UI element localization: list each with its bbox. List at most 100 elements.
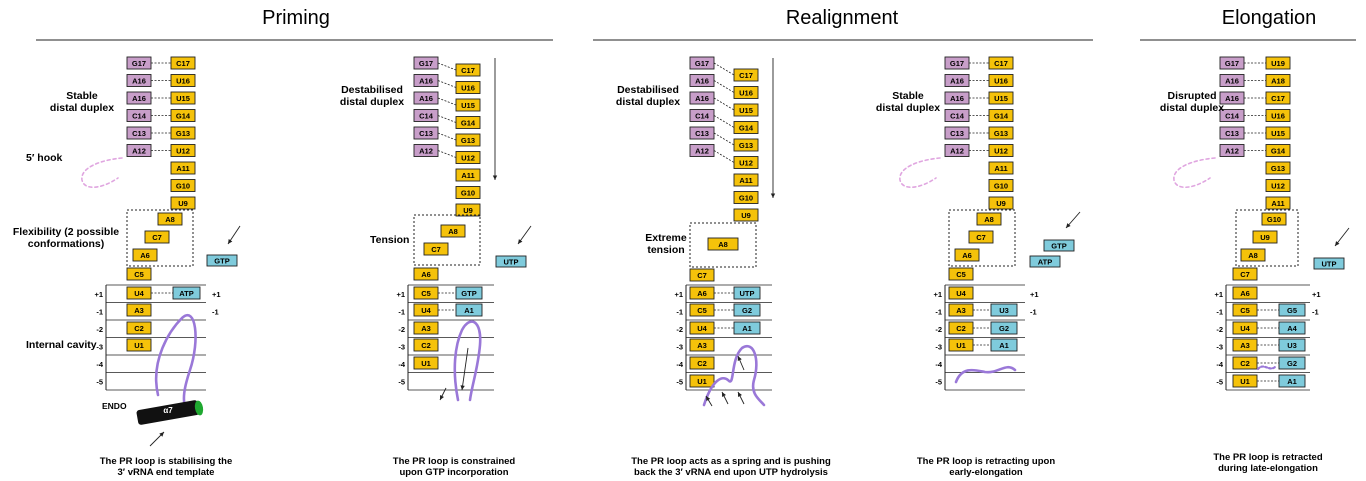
p3-base-box: U4 [689,321,715,335]
endo-helix-cap [194,400,204,416]
p2-loop-arrow [460,347,469,391]
p1-base-box: U9 [170,196,196,210]
p5-template-box: G17 [1219,56,1245,70]
p4-base-box: C5 [948,267,974,281]
svg-text:C7: C7 [1240,270,1250,279]
svg-text:C14: C14 [1225,112,1240,121]
p3-template-box: C14 [689,109,715,122]
svg-text:A16: A16 [1225,94,1239,103]
p3-base-box: C17 [733,68,759,82]
p5-base-box: A6 [1232,286,1258,300]
svg-text:U12: U12 [1271,182,1285,191]
p5-base-box: U4 [1232,321,1258,335]
hook-curve [81,157,123,189]
svg-text:G14: G14 [1271,147,1286,156]
endo-label: ENDO [102,401,127,411]
p3-base-box: A6 [689,286,715,300]
p3-position-label: -5 [676,377,683,386]
p3-pair-link [713,115,735,128]
svg-text:U1: U1 [421,359,431,368]
svg-text:A12: A12 [132,147,146,156]
svg-text:UTP: UTP [1322,260,1337,269]
svg-text:GTP: GTP [1051,242,1066,251]
p5-position-label: +1 [1214,290,1223,299]
svg-text:A8: A8 [1248,251,1258,260]
p5-base-box: G10 [1261,212,1287,226]
svg-text:U9: U9 [1260,233,1270,242]
p1-base-box: A11 [170,161,196,175]
p5-nascent-box: A4 [1278,321,1306,335]
svg-text:U9: U9 [996,199,1006,208]
p4-base-box: A6 [954,248,980,262]
svg-text:U3: U3 [999,306,1009,315]
hook-label: 5′ hook [26,152,63,164]
p2-template-box: C13 [413,126,439,140]
p1-flex-region [126,209,194,267]
p4-base-box: U9 [988,196,1014,210]
pr-loop-p3 [702,344,766,407]
p2-nascent-box: A1 [455,303,483,317]
svg-text:A3: A3 [697,341,707,350]
p1-position-label: -1 [96,307,103,316]
svg-text:U15: U15 [1271,129,1285,138]
p2-base-box: A8 [440,224,466,238]
p1-template-box: A16 [126,91,152,105]
p4-base-box: A11 [988,161,1014,175]
p5-template-box: C13 [1219,126,1245,140]
p5-nascent-box: U3 [1278,338,1306,352]
svg-text:A11: A11 [739,176,752,185]
p3-pair-link [713,150,735,163]
svg-text:A6: A6 [697,289,707,298]
p2-arrow [517,225,532,245]
p4-base-box: C2 [948,321,974,335]
p1-nascent-box: ATP [172,286,201,300]
p3-base-box: C5 [689,303,715,317]
region-label-p2: Tension [370,234,410,246]
p3-base-box: U12 [733,156,759,169]
p1-base-box: A6 [132,248,158,262]
p2-base-box: U9 [455,203,481,217]
pr-loop-p4 [954,365,1017,384]
p3-base-box: C2 [689,356,715,370]
svg-text:G10: G10 [461,189,475,198]
hook-curve-p4 [899,157,941,189]
p4-position-label: -4 [935,360,942,369]
p5-base-box: G13 [1265,161,1291,175]
svg-text:G2: G2 [1287,359,1297,368]
svg-text:G5: G5 [1287,306,1297,315]
p5-template-box: A12 [1219,144,1245,157]
svg-text:G10: G10 [994,182,1008,191]
svg-text:G14: G14 [739,124,754,133]
svg-text:U12: U12 [461,154,475,163]
p2-pair-link [437,97,457,106]
p3-base-box: G10 [733,191,759,204]
p3-position-label: -1 [676,307,683,316]
svg-text:G2: G2 [742,306,752,315]
svg-text:A8: A8 [165,215,175,224]
p3-shift-arrow [770,58,776,198]
p3-base-box: U16 [733,86,759,99]
svg-text:A1: A1 [1287,377,1297,386]
pr-loop-p5 [1256,364,1278,371]
section-title-realignment: Realignment [785,7,899,29]
svg-text:A12: A12 [950,147,964,156]
svg-text:G10: G10 [739,194,753,203]
svg-text:C13: C13 [1225,129,1239,138]
p2-template-box: C14 [413,109,439,122]
p4-position-label: -1 [935,307,942,316]
p3-push-arrow [721,391,729,405]
svg-text:U19: U19 [1271,59,1285,68]
svg-text:A3: A3 [134,306,144,315]
p5-base-box: G14 [1265,144,1291,157]
svg-text:G10: G10 [1267,215,1281,224]
svg-text:U16: U16 [1271,112,1285,121]
p3-base-box: C7 [689,268,715,282]
p3-base-box: G13 [733,138,759,152]
svg-text:U9: U9 [463,206,473,215]
p4-side-position: +1 [1030,290,1039,299]
svg-text:A8: A8 [448,227,458,236]
p2-base-box: C17 [455,63,481,77]
svg-text:A3: A3 [956,306,966,315]
svg-text:UTP: UTP [504,258,519,267]
